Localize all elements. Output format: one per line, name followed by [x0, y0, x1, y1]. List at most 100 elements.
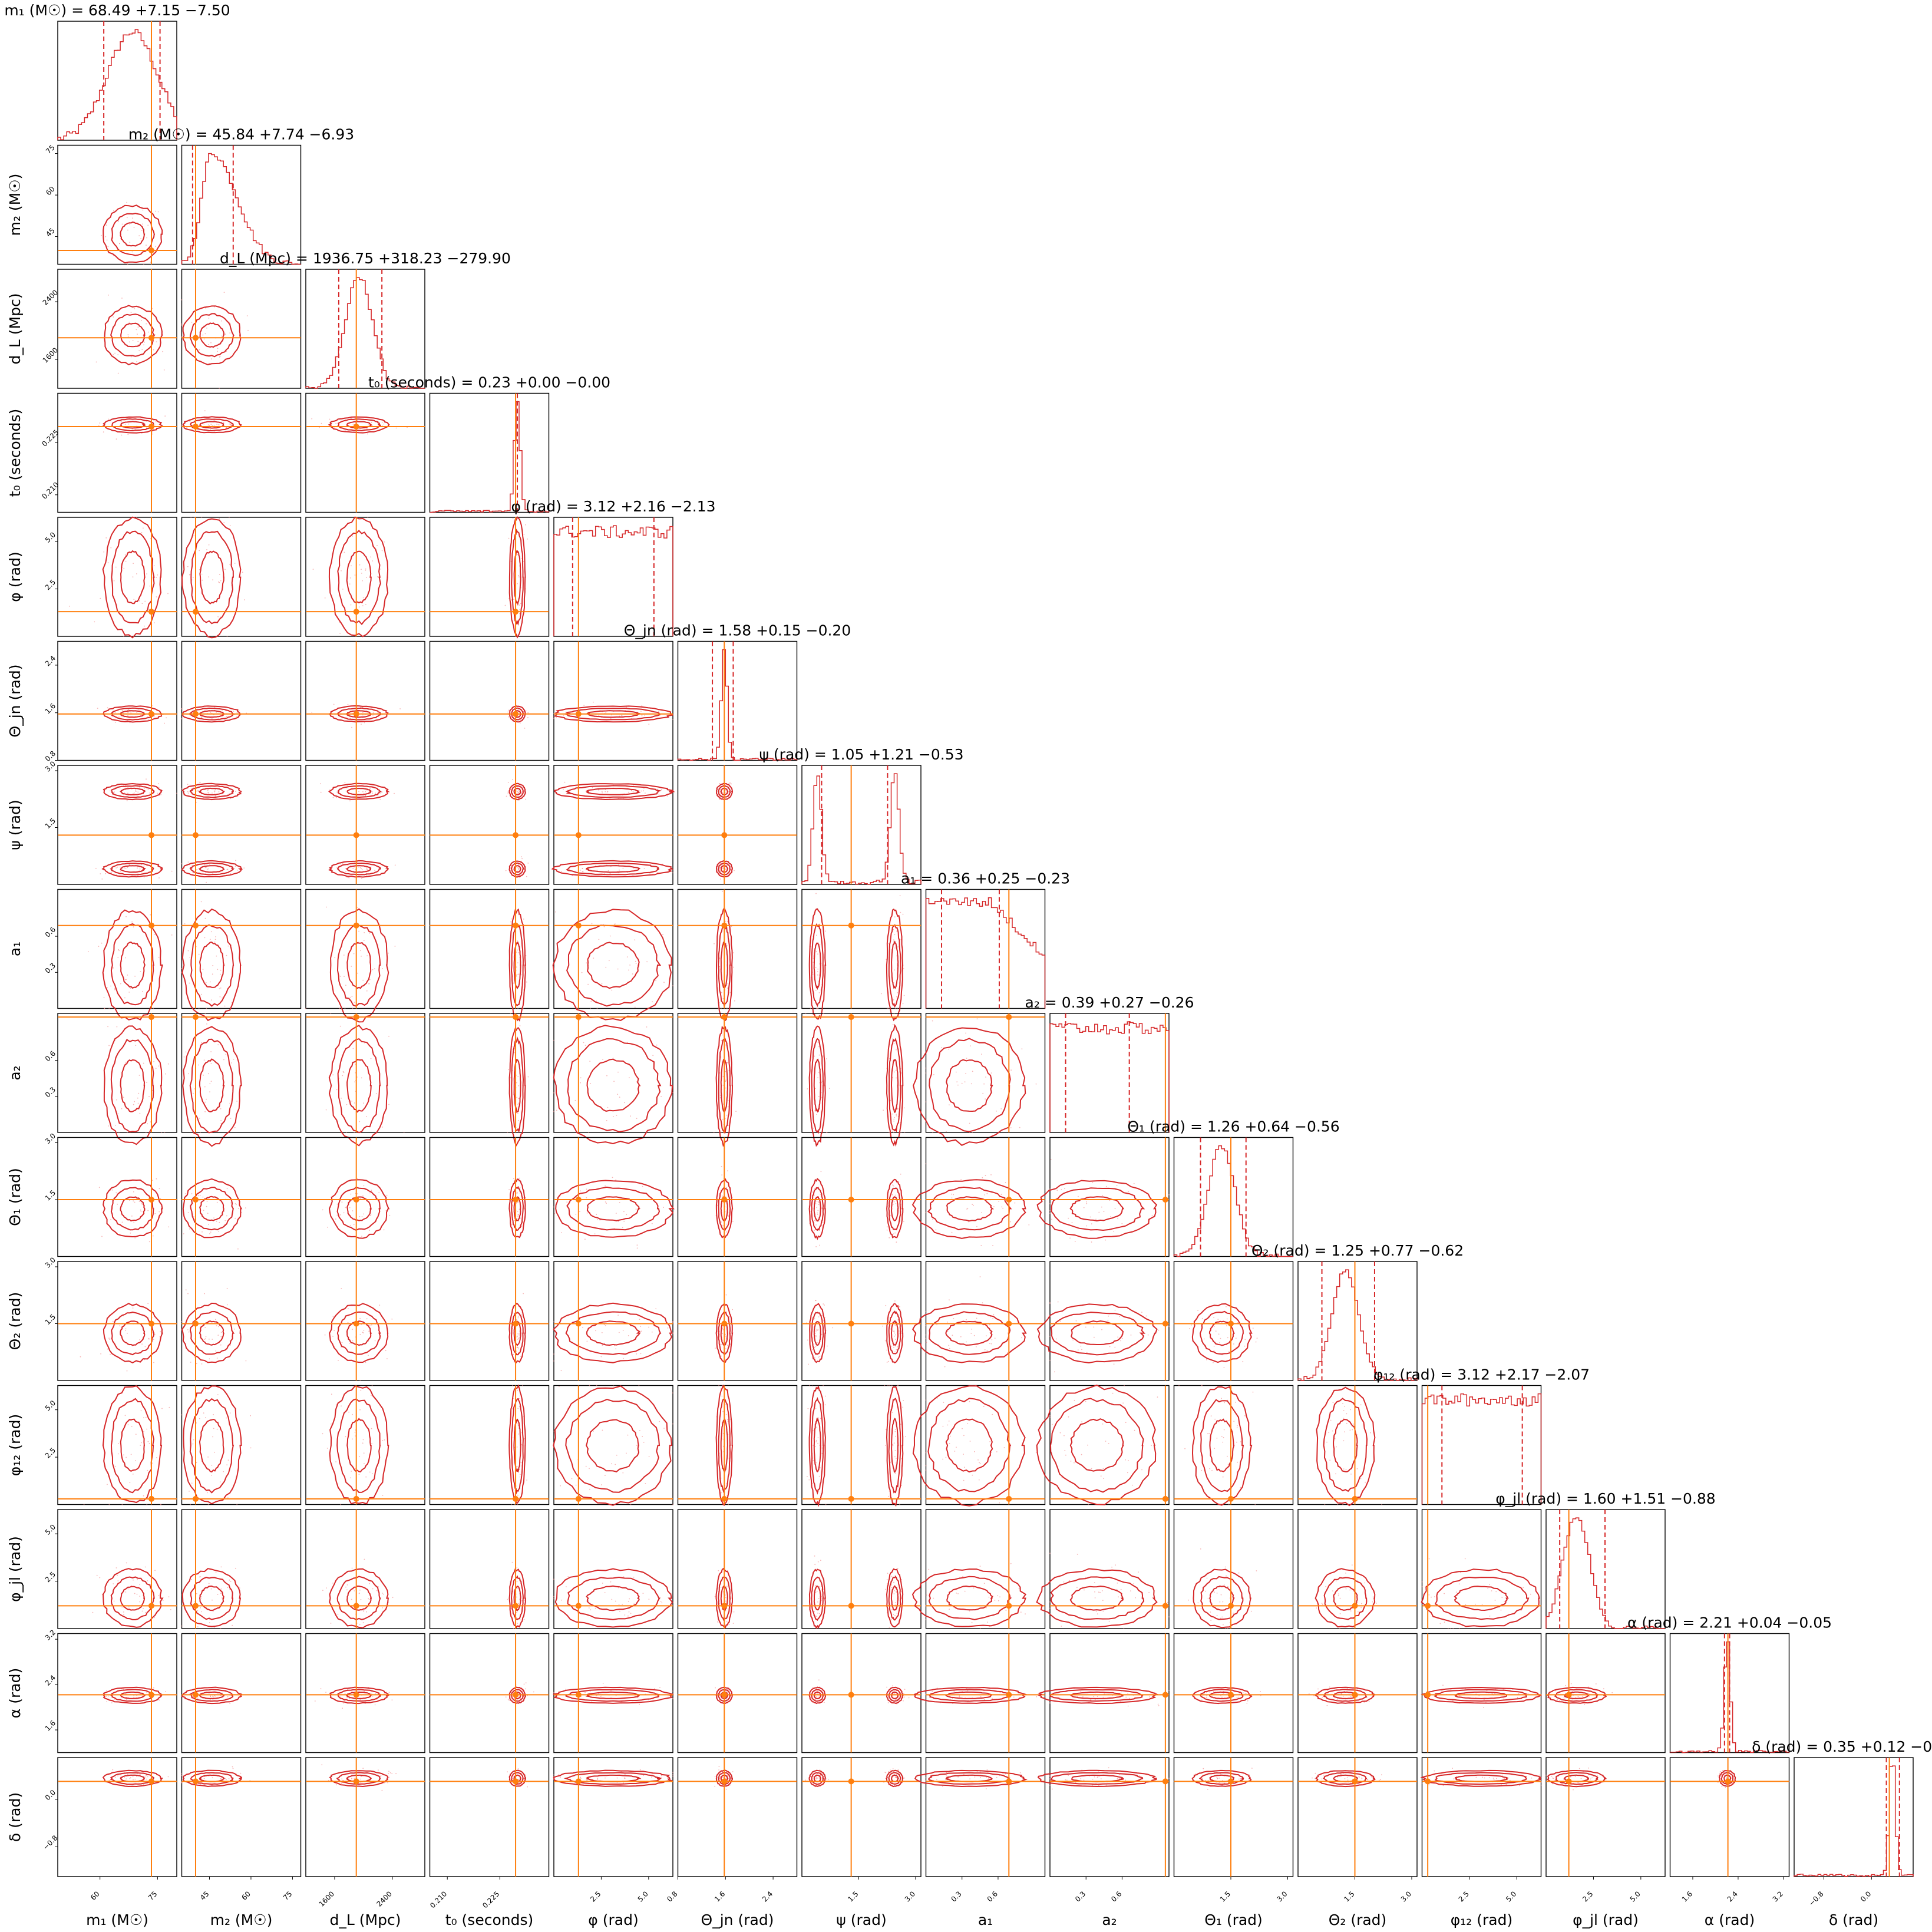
- sample-point: [525, 710, 527, 711]
- sample-point: [615, 1348, 617, 1350]
- sample-point: [130, 312, 132, 313]
- sample-point: [131, 921, 133, 923]
- sample-point: [1076, 1554, 1078, 1555]
- sample-point: [622, 1472, 624, 1474]
- sample-point: [123, 1689, 124, 1690]
- sample-point: [359, 1317, 361, 1319]
- sample-point: [199, 569, 200, 570]
- sample-point: [884, 1588, 886, 1590]
- sample-point: [1102, 1468, 1104, 1469]
- sample-point: [1168, 1690, 1170, 1692]
- contour-line: [585, 787, 641, 795]
- y-axis-label: a₁: [6, 942, 24, 956]
- sample-point: [230, 1118, 232, 1119]
- sample-point: [894, 1450, 896, 1451]
- panel-alpha-vs-psi: [801, 1633, 922, 1753]
- panel-frame: [553, 889, 673, 1009]
- sample-point: [1130, 1335, 1132, 1336]
- sample-point: [519, 1474, 521, 1475]
- contour-line: [110, 1398, 155, 1494]
- sample-point: [128, 1606, 130, 1608]
- sample-point: [527, 1076, 529, 1078]
- panel-theta1-vs-a1: [911, 1137, 1046, 1257]
- sample-point: [217, 616, 219, 617]
- sample-point: [602, 1059, 603, 1060]
- sample-point: [366, 1116, 367, 1117]
- sample-point: [1197, 1602, 1199, 1604]
- sample-point: [583, 705, 585, 706]
- sample-point: [1057, 1301, 1059, 1303]
- sample-point: [651, 1331, 653, 1333]
- sample-point: [138, 1075, 140, 1076]
- sample-point: [1098, 1211, 1100, 1213]
- sample-point: [818, 1046, 820, 1048]
- panel-frame: [57, 640, 177, 761]
- sample-point: [127, 1132, 128, 1133]
- sample-point: [121, 434, 123, 436]
- sample-point: [147, 796, 148, 798]
- sample-point: [372, 1473, 373, 1475]
- sample-point: [152, 431, 154, 432]
- sample-point: [116, 1026, 118, 1028]
- sample-point: [1085, 1577, 1086, 1578]
- contour-line: [110, 923, 154, 1006]
- sample-point: [181, 1414, 183, 1416]
- sample-point: [1444, 1593, 1445, 1594]
- sample-point: [648, 1326, 649, 1328]
- sample-point: [894, 1332, 896, 1334]
- sample-point: [1116, 1588, 1118, 1590]
- sample-point: [136, 329, 137, 331]
- sample-point: [139, 1339, 141, 1340]
- sample-point: [123, 867, 125, 869]
- sample-point: [890, 1214, 891, 1216]
- sample-point: [181, 789, 183, 791]
- panel-a2-vs-t0: [429, 1013, 550, 1147]
- sample-point: [123, 636, 124, 637]
- sample-point: [518, 952, 520, 953]
- sample-point: [890, 1328, 891, 1330]
- sample-point: [949, 1609, 950, 1610]
- sample-point: [936, 1324, 937, 1326]
- sample-point: [137, 326, 139, 328]
- panel-a1-vs-dL: [305, 889, 425, 1023]
- sample-point: [188, 1073, 189, 1075]
- sample-point: [1242, 1360, 1244, 1362]
- sample-point: [1213, 1346, 1215, 1347]
- sample-point: [966, 1341, 967, 1343]
- panel-alpha-vs-a1: [914, 1633, 1046, 1753]
- sample-point: [996, 1451, 998, 1452]
- sample-point: [512, 1437, 514, 1439]
- sample-point: [128, 709, 129, 710]
- sample-point: [190, 1504, 191, 1505]
- sample-point: [217, 717, 219, 719]
- sample-point: [1019, 1127, 1021, 1128]
- sample-point: [615, 1464, 616, 1465]
- sample-point: [223, 1471, 224, 1472]
- sample-point: [1005, 1182, 1006, 1183]
- sample-point: [332, 1336, 333, 1337]
- sample-point: [364, 1558, 365, 1560]
- sample-point: [1222, 1441, 1224, 1443]
- sample-point: [605, 1201, 606, 1203]
- sample-point: [1209, 1468, 1211, 1469]
- sample-point: [1489, 1584, 1491, 1586]
- panel-t0-vs-m2: [181, 392, 302, 513]
- sample-point: [603, 1342, 605, 1344]
- sample-point: [391, 1699, 393, 1701]
- contour-line: [190, 418, 234, 432]
- sample-point: [125, 957, 126, 959]
- sample-point: [719, 798, 721, 800]
- sample-point: [519, 1193, 521, 1194]
- sample-point: [379, 1304, 381, 1306]
- sample-point: [1428, 1594, 1430, 1596]
- sample-point: [1225, 1628, 1227, 1629]
- sample-point: [111, 1702, 113, 1703]
- sample-point: [823, 1702, 825, 1703]
- sample-point: [1061, 1189, 1062, 1190]
- sample-point: [726, 1586, 728, 1587]
- sample-point: [154, 1617, 155, 1619]
- sample-point: [516, 952, 517, 953]
- sample-point: [1207, 1597, 1209, 1599]
- sample-point: [219, 574, 220, 575]
- sample-point: [1208, 1433, 1210, 1435]
